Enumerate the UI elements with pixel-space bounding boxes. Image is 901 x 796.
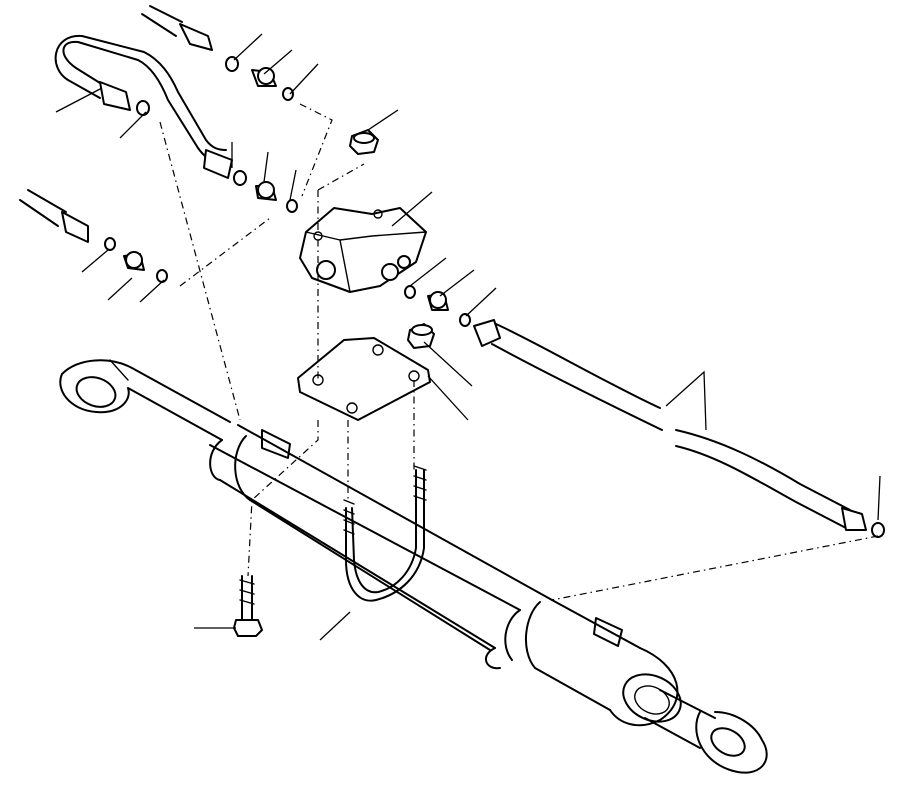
distribution-block — [299, 207, 427, 293]
hose-left — [19, 189, 89, 243]
callout-leaders — [55, 33, 881, 641]
nut — [407, 323, 435, 349]
hydraulic-tube-upper — [54, 34, 233, 179]
hydraulic-cylinder — [59, 359, 768, 774]
u-bolt — [343, 465, 427, 602]
assembly-lines — [159, 103, 879, 601]
hydraulic-tube-right — [473, 319, 867, 531]
cap-nut — [349, 129, 379, 155]
hex-bolt — [233, 575, 263, 637]
mounting-plate — [297, 337, 431, 421]
o-ring — [104, 56, 885, 538]
hose-upper-left — [141, 5, 213, 51]
union-fitting — [123, 67, 449, 311]
